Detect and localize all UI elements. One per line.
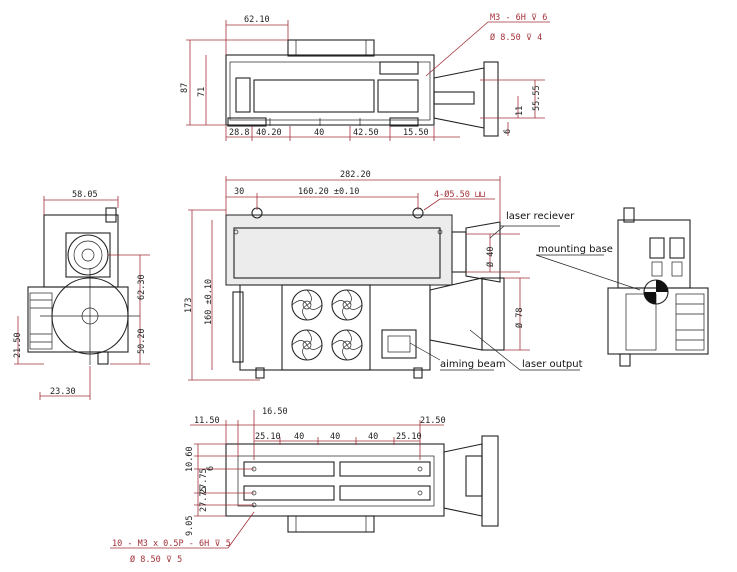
front-receiver-cone xyxy=(465,221,501,283)
top-dim-6: 6 xyxy=(503,129,513,134)
front-dim-inner-height: 160 ±0.10 xyxy=(204,279,214,325)
bottom-body xyxy=(225,443,445,517)
top-bottom-dim-5: 15.50 xyxy=(403,128,429,138)
left-dim-1: 62.30 xyxy=(137,274,147,300)
top-dim-5: 55.55 xyxy=(532,85,542,111)
top-note-line-2: Ø 8.50 ⊽ 4 xyxy=(490,32,542,43)
bottom-dim-v3: 27.75 xyxy=(199,468,209,494)
bottom-dim-b4: 40 xyxy=(368,432,378,442)
top-dim-2: 87 xyxy=(180,83,190,93)
top-view: 62.10 87 71 11 55.55 6 28.8 40.20 40 42.… xyxy=(180,13,550,141)
front-output-cone xyxy=(429,277,483,351)
bottom-dim-a3: 21.50 xyxy=(420,416,446,426)
front-view: 282.20 30 160.20 ±0.10 4-Ø5.50 ⊔⊔ 173 16… xyxy=(184,170,641,381)
bottom-dim-v1: 10.60 xyxy=(185,446,195,472)
bottom-dim-b2: 40 xyxy=(294,432,304,442)
top-body xyxy=(225,54,435,126)
top-bottom-dim-2: 40.20 xyxy=(256,128,282,138)
bottom-fan-housing xyxy=(287,515,375,533)
front-receiver-port xyxy=(451,231,467,273)
bottom-note-line-1: 10 - M3 x 0.5P - 6H ⊽ 5 xyxy=(112,539,231,549)
top-fan-housing xyxy=(287,39,375,57)
front-fan-panel xyxy=(281,284,371,371)
front-dim-holes: 4-Ø5.50 ⊔⊔ xyxy=(434,189,485,200)
bottom-dim-v4: 27.75 xyxy=(199,486,209,512)
bottom-dim-b5: 25.10 xyxy=(396,432,422,442)
label-aiming-beam: aiming beam xyxy=(440,359,506,370)
front-fan-3 xyxy=(291,329,323,361)
bottom-dim-a1: 11.50 xyxy=(194,416,220,426)
top-bottom-dim-4: 42.50 xyxy=(353,128,379,138)
label-laser-output: laser output xyxy=(522,359,583,370)
bottom-dim-v2: 6 xyxy=(206,466,216,471)
top-dim-3: 71 xyxy=(197,87,207,97)
left-dim-top: 58.05 xyxy=(72,190,98,200)
label-mounting-base: mounting base xyxy=(538,244,613,255)
front-dim-d40: Ø 40 xyxy=(485,247,496,267)
bottom-note-line-2: Ø 8.50 ⊽ 5 xyxy=(130,554,182,565)
label-laser-receiver: laser reciever xyxy=(506,211,575,222)
front-aiming-beam-module xyxy=(381,329,417,359)
front-dim-total: 282.20 xyxy=(340,170,371,180)
top-bottom-dim-1: 28.8 xyxy=(229,128,249,138)
bottom-dim-a2: 16.50 xyxy=(262,407,288,417)
front-upper-chamber xyxy=(225,214,453,286)
bottom-view: 11.50 16.50 21.50 25.10 40 40 40 25.10 1… xyxy=(110,407,499,565)
top-dim-4: 11 xyxy=(515,106,525,116)
top-bottom-dim-3: 40 xyxy=(314,128,324,138)
top-note-line-1: M3 - 6H ⊽ 6 xyxy=(490,13,547,23)
bottom-dim-b3: 40 xyxy=(330,432,340,442)
bottom-lens-cone xyxy=(443,443,483,517)
front-fan-4 xyxy=(331,329,363,361)
front-dim-d78: Ø 78 xyxy=(514,308,525,328)
bottom-dim-b1: 25.10 xyxy=(255,432,281,442)
left-view: 58.05 62.30 50.20 21.50 23.30 xyxy=(13,190,150,400)
right-view xyxy=(607,207,709,367)
left-upper-box xyxy=(43,214,119,288)
front-fan-2 xyxy=(331,289,363,321)
left-dim-4: 23.30 xyxy=(50,387,76,397)
left-dim-3: 21.50 xyxy=(13,332,23,358)
front-dim-left: 30 xyxy=(234,187,244,197)
front-fan-1 xyxy=(291,289,323,321)
top-lens-cone xyxy=(433,67,485,129)
front-dim-height: 173 xyxy=(184,298,194,313)
right-lower-box xyxy=(607,287,709,355)
top-dim-1: 62.10 xyxy=(244,15,270,25)
right-upper-box xyxy=(617,219,691,289)
left-dim-2: 50.20 xyxy=(137,328,147,354)
bottom-dim-v5: 9.05 xyxy=(185,516,195,536)
front-lower-body xyxy=(239,284,431,371)
front-dim-span: 160.20 ±0.10 xyxy=(298,187,359,197)
